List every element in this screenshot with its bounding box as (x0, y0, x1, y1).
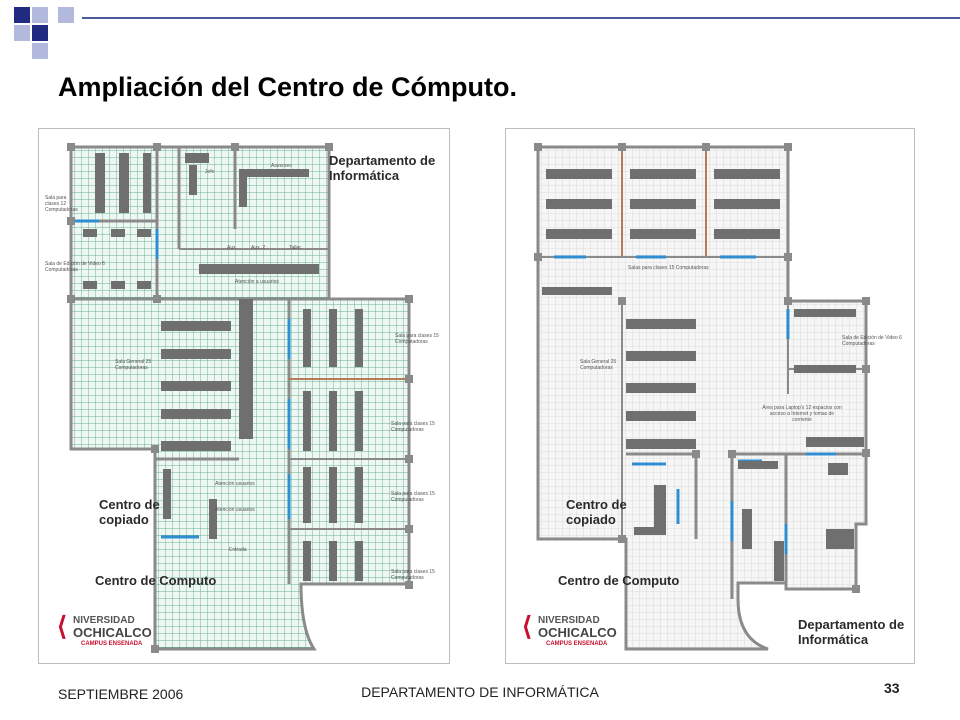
room-label: Atención a usuarios (235, 279, 279, 285)
room-label: Sala para clases 15 Computadoras (391, 491, 435, 503)
logo-emblem: ⟨ (57, 611, 68, 641)
logo-line-2: OCHICALCO (538, 625, 617, 640)
logo-line-3: CAMPUS ENSENADA (81, 641, 143, 647)
corner-square-dark (14, 7, 30, 23)
corner-square-light (14, 25, 30, 41)
room-label: Entrada (229, 547, 247, 553)
room-label: Sala para clases 15 Computadoras (395, 333, 439, 345)
room-label: Sala para clases 15 Computadoras (391, 569, 435, 581)
logo-line-1: NIVERSIDAD (73, 615, 135, 626)
computer-center-label-left: Centro de Computo (95, 573, 217, 588)
room-label: Atención usuarios (215, 481, 255, 487)
floor-plan-right: Centro de copiado Centro de Computo Depa… (505, 128, 915, 664)
floor-plan-left: Departamento de Informática Centro de co… (38, 128, 450, 664)
floor-plan-right-drawing (534, 143, 870, 651)
room-label: Sala para clases 12 Computadoras (45, 195, 78, 213)
floor-plan-left-drawing (67, 143, 413, 653)
footer-date: SEPTIEMBRE 2006 (58, 686, 184, 702)
dept-label-right: Departamento de Informática (798, 617, 905, 647)
room-label: Salas para clases 15 Computadoras (628, 265, 709, 271)
room-label: Atención usuarios (215, 507, 255, 513)
corner-square-dark (32, 25, 48, 41)
computer-center-label-right: Centro de Computo (558, 573, 680, 588)
page-number: 33 (884, 680, 900, 696)
logo-line-1: NIVERSIDAD (538, 615, 600, 626)
logo-emblem: ⟨ (522, 611, 533, 641)
logo-line-3: CAMPUS ENSENADA (546, 641, 608, 647)
room-label: Sala para clases 15 Computadoras (391, 421, 435, 433)
room-label: Asesores (271, 163, 292, 169)
corner-square-light (32, 7, 48, 23)
room-label: Aux. 2 (251, 245, 266, 251)
room-label: Sala de Edición de Video 6 Computadoras (842, 335, 902, 347)
dept-label-left: Departamento de Informática (329, 153, 436, 183)
room-label: Jefe (205, 169, 215, 175)
corner-square-light (32, 43, 48, 59)
header-rule (82, 17, 960, 19)
copy-center-label-right: Centro de copiado (566, 497, 627, 527)
room-label: Sala General 25 Computadoras (115, 359, 152, 371)
room-label: Área para Laptop's 12 espacios con acces… (762, 405, 842, 423)
room-label: Sala de Edición de Video 6 Computadoras (45, 261, 105, 273)
footer-department: DEPARTAMENTO DE INFORMÁTICA (361, 684, 599, 700)
logo-line-2: OCHICALCO (73, 625, 152, 640)
corner-square-light (58, 7, 74, 23)
room-label: Aux. (227, 245, 238, 251)
room-label: Taller (289, 245, 301, 251)
copy-center-label-left: Centro de copiado (99, 497, 160, 527)
slide-title: Ampliación del Centro de Cómputo. (58, 72, 518, 102)
room-label: Sala General 25 Computadoras (580, 359, 617, 371)
